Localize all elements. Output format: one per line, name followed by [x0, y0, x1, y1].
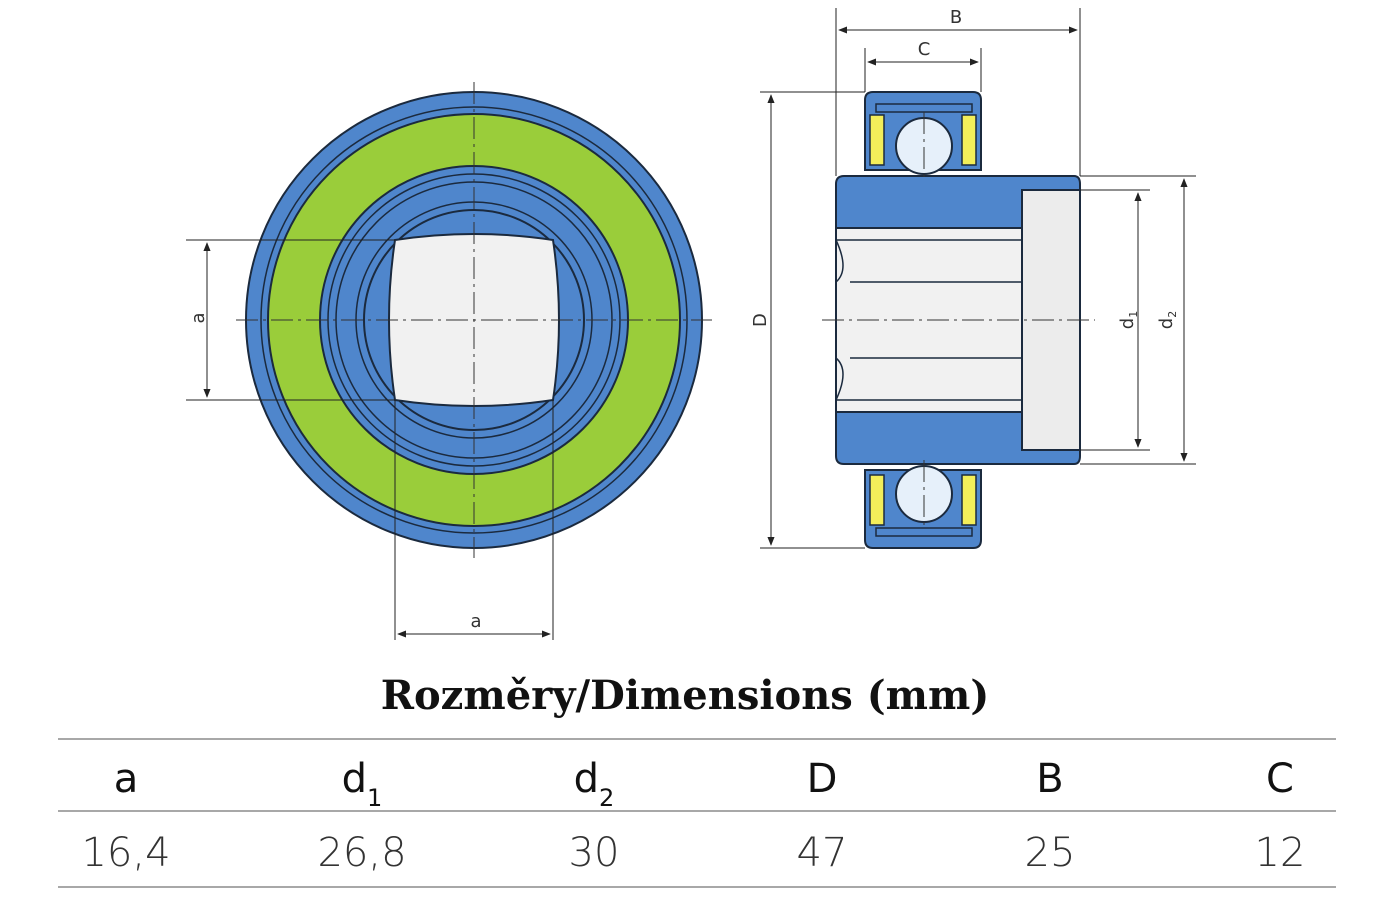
value-C: 12 — [1254, 830, 1306, 876]
dimension-C-label: C — [918, 39, 931, 60]
header-d2: d2 — [573, 756, 615, 812]
table-title: Rozměry/Dimensions (mm) — [380, 672, 990, 719]
table-header-row: a d1 d2 D B C — [0, 752, 1400, 812]
table-bottom-rule — [58, 886, 1336, 888]
header-C: C — [1266, 756, 1294, 802]
header-a: a — [113, 756, 139, 802]
value-d2: 30 — [568, 830, 620, 876]
dimension-d2-label: d2 — [1156, 311, 1179, 329]
value-a: 16,4 — [81, 830, 171, 876]
dimension-B-label: B — [950, 7, 962, 28]
table-value-row: 16,4 26,8 30 47 25 12 — [0, 826, 1400, 886]
table-top-rule — [58, 738, 1336, 740]
value-B: 25 — [1024, 830, 1076, 876]
dimension-a-horizontal-label: a — [470, 611, 481, 632]
header-D: D — [806, 756, 838, 802]
value-d1: 26,8 — [317, 830, 407, 876]
dimension-D-label: D — [750, 313, 771, 327]
table-mid-rule — [58, 810, 1336, 812]
bearing-drawing: a a — [186, 7, 1196, 640]
value-D: 47 — [796, 830, 848, 876]
dimension-d1-label: d1 — [1117, 311, 1140, 329]
header-B: B — [1036, 756, 1064, 802]
header-d1: d1 — [341, 756, 383, 812]
dimension-a-vertical-label: a — [188, 312, 209, 323]
